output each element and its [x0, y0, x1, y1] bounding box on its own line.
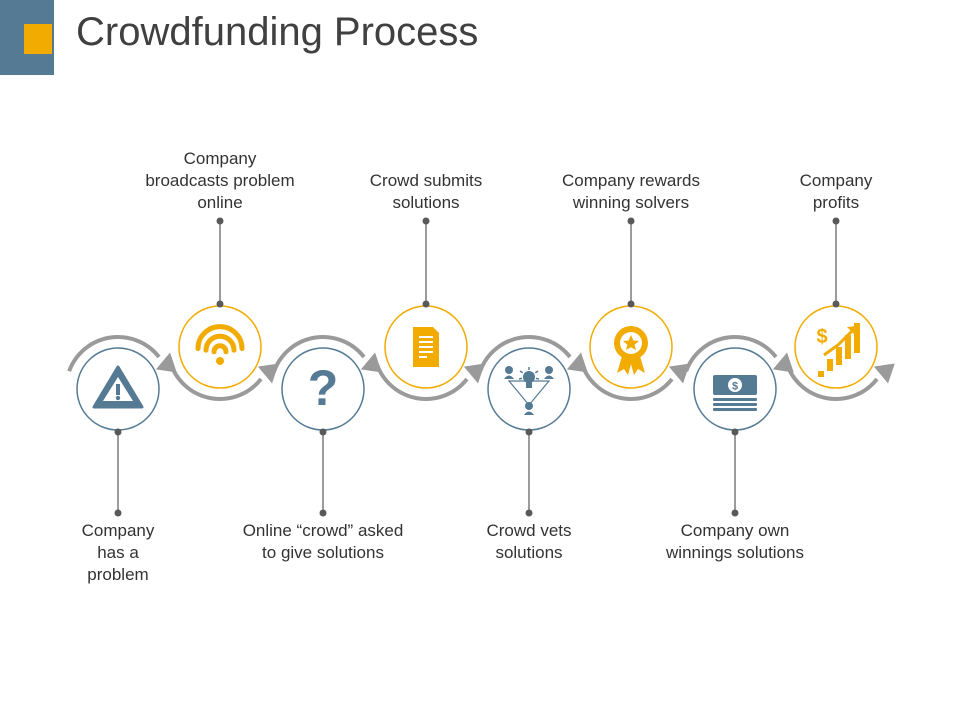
leader-dot — [525, 428, 533, 436]
leader-dot — [319, 428, 327, 436]
step-node — [384, 305, 468, 389]
leader-dot — [731, 509, 739, 517]
step-label: Company profits — [799, 171, 873, 212]
step-node — [76, 347, 160, 431]
title-accent-square — [24, 24, 52, 54]
title-accent-block — [0, 0, 54, 75]
leader-dot — [832, 300, 840, 308]
profit-chart-icon: $ — [816, 323, 860, 377]
leader-dot — [114, 428, 122, 436]
step-label: Company own winnings solutions — [666, 521, 804, 562]
leader-dot — [216, 300, 224, 308]
step-label: Company broadcasts problem online — [145, 149, 295, 212]
svg-text:$: $ — [732, 381, 738, 393]
step-node — [589, 305, 673, 389]
connector-arc-top — [478, 335, 572, 372]
step-node: ? — [281, 347, 365, 431]
connector-arc-top — [684, 335, 778, 372]
svg-text:$: $ — [816, 326, 827, 348]
leader-dot — [114, 509, 122, 517]
award-ribbon-icon — [614, 326, 648, 375]
step-circle — [487, 347, 571, 431]
step-node — [178, 305, 262, 389]
leader-dot — [627, 300, 635, 308]
svg-text:?: ? — [308, 360, 339, 416]
step-label: Company rewards winning solvers — [562, 171, 700, 212]
connector-arc-bottom — [785, 364, 879, 401]
leader-dot — [627, 217, 635, 225]
connector-arc-top — [67, 335, 161, 372]
connector-arc-bottom — [169, 364, 263, 401]
question-icon: ? — [308, 360, 339, 416]
money-stack-icon: $ — [713, 375, 757, 411]
step-node — [487, 347, 571, 431]
leader-dot — [422, 300, 430, 308]
crowd-idea-icon — [504, 366, 554, 415]
leader-dot — [525, 509, 533, 517]
step-label: Online “crowd” asked to give solutions — [242, 521, 404, 562]
step-label: Crowd vets solutions — [486, 521, 572, 562]
step-node: $ — [693, 347, 777, 431]
wifi-icon — [195, 324, 245, 365]
page-title: Crowdfunding Process — [76, 10, 479, 54]
leader-dot — [216, 217, 224, 225]
arrow-head — [668, 363, 690, 384]
connector-arc-bottom — [375, 364, 469, 401]
leader-dot — [731, 428, 739, 436]
step-node: $ — [794, 305, 878, 389]
connector-arc-bottom — [580, 364, 674, 401]
step-label: Company has a problem — [81, 521, 155, 584]
document-icon — [413, 327, 439, 367]
connector-arc-top — [272, 335, 366, 372]
warning-icon — [92, 365, 144, 409]
leader-dot — [319, 509, 327, 517]
leader-dot — [832, 217, 840, 225]
leader-dot — [422, 217, 430, 225]
arrow-head — [873, 363, 895, 384]
step-label: Crowd submits solutions — [369, 171, 483, 212]
